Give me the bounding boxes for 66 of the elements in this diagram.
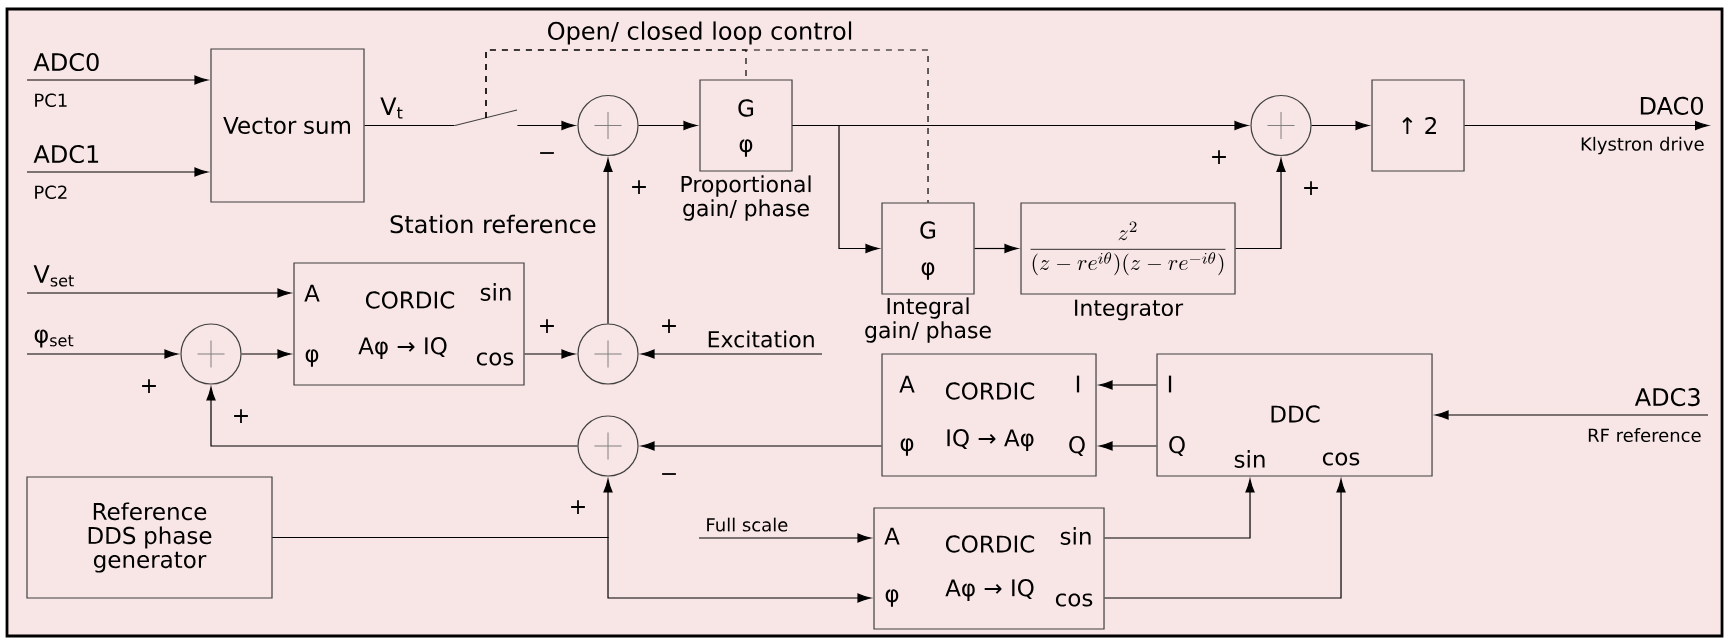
arrow xyxy=(241,349,292,359)
block-box: G φ xyxy=(699,79,793,172)
arrow xyxy=(698,533,872,543)
arrow xyxy=(1098,441,1157,451)
arrow xyxy=(26,167,209,177)
block-box: ↑ 2 xyxy=(1371,79,1465,172)
signal-label: DAC0 Klystron drive xyxy=(1581,96,1704,155)
summing-junction xyxy=(180,323,242,385)
arrow xyxy=(1104,478,1255,539)
block-box: Vector sum xyxy=(210,48,365,203)
sign-label: − xyxy=(662,473,676,475)
summing-junction xyxy=(577,323,639,385)
arrow xyxy=(640,349,823,359)
edge-label: Open/ closed loop control xyxy=(543,18,857,48)
arrow xyxy=(1235,158,1286,250)
block-caption: Integrator xyxy=(1075,299,1184,321)
switch-symbol xyxy=(454,109,518,127)
sign-label: + xyxy=(632,180,646,194)
block-caption: Integral gain/ phase xyxy=(865,297,991,343)
sign-label: + xyxy=(1304,181,1318,195)
edge-label: V$_{t}$ xyxy=(377,94,407,122)
block-caption: Proportional gain/ phase xyxy=(681,175,811,221)
signal-label: Excitation xyxy=(708,330,814,348)
sign-label: + xyxy=(662,319,676,333)
sign-label: + xyxy=(234,409,248,423)
signal-label: ADC1 PC2 xyxy=(33,144,99,200)
arrow xyxy=(974,243,1019,254)
arrow xyxy=(1434,410,1709,420)
arrow xyxy=(206,386,578,447)
sign-label: + xyxy=(1212,150,1226,164)
summing-junction xyxy=(1250,94,1312,157)
dashed-line xyxy=(485,49,929,203)
arrow xyxy=(524,349,576,359)
summing-junction xyxy=(577,415,639,477)
block-box: A CORDIC sin φ Aφ → IQ cos xyxy=(293,262,525,386)
sign-label: + xyxy=(142,379,156,393)
arrow xyxy=(1098,380,1157,390)
arrow xyxy=(516,120,576,131)
arrow xyxy=(640,441,882,451)
signal-label: ADC3 RF reference xyxy=(1588,387,1701,443)
connector-line xyxy=(364,124,456,127)
signal-label: Full scale xyxy=(707,517,788,532)
signal-label: V$_{set}$ xyxy=(33,265,74,287)
arrow xyxy=(792,124,880,254)
summing-junction xyxy=(577,94,639,157)
edge-label: Station reference xyxy=(386,211,600,237)
arrow xyxy=(26,349,179,359)
arrow xyxy=(26,75,209,85)
block-box: I DDC Q sin cos xyxy=(1156,353,1433,477)
arrow xyxy=(638,120,698,131)
arrow xyxy=(1464,120,1709,131)
sign-label: + xyxy=(571,500,585,514)
signal-label: φ$_{set}$ xyxy=(34,329,74,348)
arrow xyxy=(603,158,613,324)
arrow xyxy=(1311,120,1370,131)
sign-label: + xyxy=(540,319,554,333)
block-box: $\frac{z^2}{(z-re^{i\theta})(z-re^{-i\theta})}$ xyxy=(1020,202,1236,295)
signal-label: ADC0 PC1 xyxy=(33,52,99,108)
block-box: Reference DDS phase generator xyxy=(26,476,273,599)
block-box: A CORDIC I φ IQ → Aφ Q xyxy=(881,353,1097,477)
arrow xyxy=(1104,478,1346,599)
sign-label: − xyxy=(540,152,554,154)
arrow xyxy=(26,288,292,298)
block-box: G φ xyxy=(881,202,975,295)
arrow xyxy=(272,536,872,603)
block-box: A CORDIC sin φ Aφ → IQ cos xyxy=(873,507,1105,630)
